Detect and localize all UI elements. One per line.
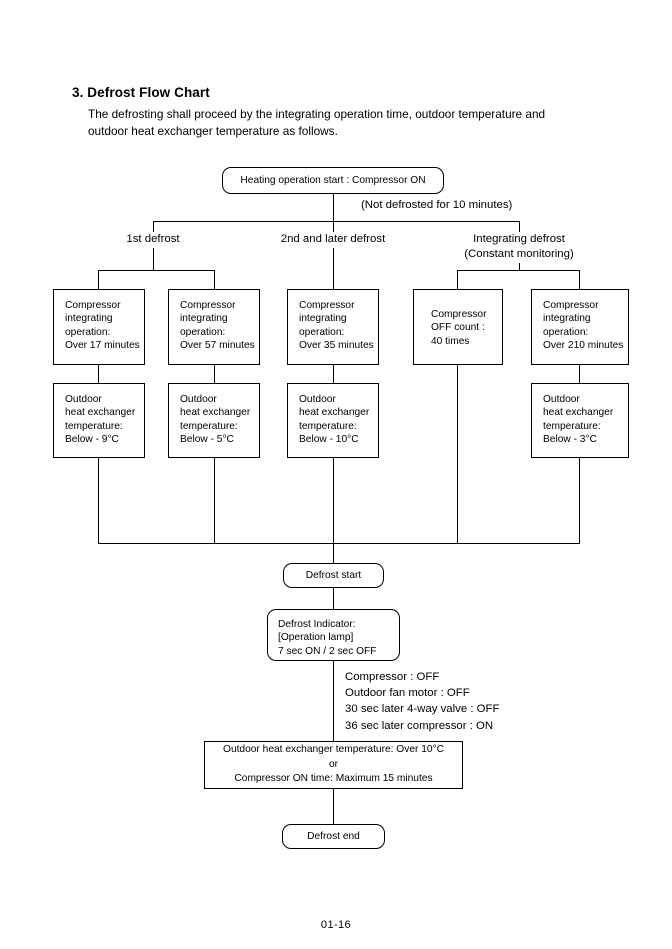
connector-temp2-to-bus	[213, 458, 215, 544]
annotation-not-defrosted: (Not defrosted for 10 minutes)	[361, 199, 513, 211]
condition-box-1: Compressor integrating operation: Over 1…	[53, 289, 145, 365]
condition-box-2: Compressor integrating operation: Over 5…	[168, 289, 260, 365]
connector-b1-left-drop	[98, 270, 100, 289]
node-label: Outdoor heat exchanger temperature: Over…	[223, 744, 444, 785]
connector-start-down	[332, 194, 334, 221]
connector-convergence-bus	[98, 543, 580, 545]
connector-cond3-to-temp3	[332, 365, 334, 383]
condition-box-3: Compressor integrating operation: Over 3…	[287, 289, 379, 365]
action-list: Compressor : OFF Outdoor fan motor : OFF…	[345, 671, 500, 732]
branch-label-1st-defrost: 1st defrost	[126, 233, 180, 245]
condition-box-text: Compressor integrating operation: Over 1…	[65, 300, 140, 352]
condition-box-off-count: Compressor OFF count : 40 times	[413, 289, 503, 365]
condition-box-text: Compressor integrating operation: Over 3…	[299, 300, 374, 352]
node-defrost-indicator: Defrost Indicator: [Operation lamp] 7 se…	[267, 609, 400, 661]
connector-indicator-to-end-condition	[332, 661, 334, 741]
connector-top-bus	[153, 221, 520, 223]
node-heating-operation-start: Heating operation start : Compressor ON	[222, 167, 444, 194]
connector-bus-to-defrost-start	[332, 543, 334, 563]
temperature-box-3: Outdoor heat exchanger temperature: Belo…	[287, 383, 379, 458]
condition-box-text: Compressor OFF count : 40 times	[431, 309, 487, 347]
temperature-box-1: Outdoor heat exchanger temperature: Belo…	[53, 383, 145, 458]
page-footer: 01-16	[320, 919, 352, 931]
connector-temp4-to-bus	[578, 458, 580, 544]
node-label: Defrost end	[307, 830, 360, 842]
connector-b1-stem	[153, 248, 155, 271]
node-label: Defrost start	[305, 569, 362, 581]
temperature-box-text: Outdoor heat exchanger temperature: Belo…	[299, 394, 370, 446]
intro-paragraph: The defrosting shall proceed by the inte…	[88, 107, 546, 138]
temperature-box-2: Outdoor heat exchanger temperature: Belo…	[168, 383, 260, 458]
condition-box-5: Compressor integrating operation: Over 2…	[531, 289, 629, 365]
connector-b2-stem	[332, 248, 334, 289]
connector-branch3-drop	[518, 221, 520, 232]
node-defrost-start: Defrost start	[283, 563, 384, 588]
node-defrost-end: Defrost end	[282, 824, 385, 849]
connector-defrost-start-to-indicator	[332, 588, 334, 609]
node-label: Heating operation start : Compressor ON	[240, 174, 426, 186]
temperature-box-text: Outdoor heat exchanger temperature: Belo…	[180, 394, 251, 446]
connector-branch1-drop	[153, 221, 155, 232]
node-end-condition: Outdoor heat exchanger temperature: Over…	[204, 741, 463, 789]
branch-label-2nd-and-later-defrost: 2nd and later defrost	[280, 233, 386, 245]
connector-b1-bus	[98, 270, 215, 272]
branch-label-integrating-defrost: Integrating defrost (Constant monitoring…	[464, 233, 574, 260]
node-label: Defrost Indicator: [Operation lamp] 7 se…	[278, 619, 377, 657]
connector-cond2-to-temp2	[213, 365, 215, 383]
connector-temp1-to-bus	[98, 458, 100, 544]
connector-end-condition-to-defrost-end	[332, 789, 334, 824]
connector-offcount-to-bus	[457, 365, 459, 544]
connector-b3-right-drop	[578, 270, 580, 289]
connector-b3-stem	[518, 263, 520, 271]
condition-box-text: Compressor integrating operation: Over 5…	[180, 300, 255, 352]
temperature-box-text: Outdoor heat exchanger temperature: Belo…	[543, 394, 614, 446]
connector-b1-right-drop	[213, 270, 215, 289]
connector-b3-left-drop	[457, 270, 459, 289]
temperature-box-text: Outdoor heat exchanger temperature: Belo…	[65, 394, 136, 446]
temperature-box-4: Outdoor heat exchanger temperature: Belo…	[531, 383, 629, 458]
page-title: 3. Defrost Flow Chart	[72, 85, 210, 100]
connector-branch2-drop	[332, 221, 334, 232]
connector-cond1-to-temp1	[98, 365, 100, 383]
connector-b3-bus	[457, 270, 580, 272]
connector-cond5-to-temp4	[578, 365, 580, 383]
condition-box-text: Compressor integrating operation: Over 2…	[543, 300, 624, 352]
connector-temp3-to-bus	[332, 458, 334, 544]
